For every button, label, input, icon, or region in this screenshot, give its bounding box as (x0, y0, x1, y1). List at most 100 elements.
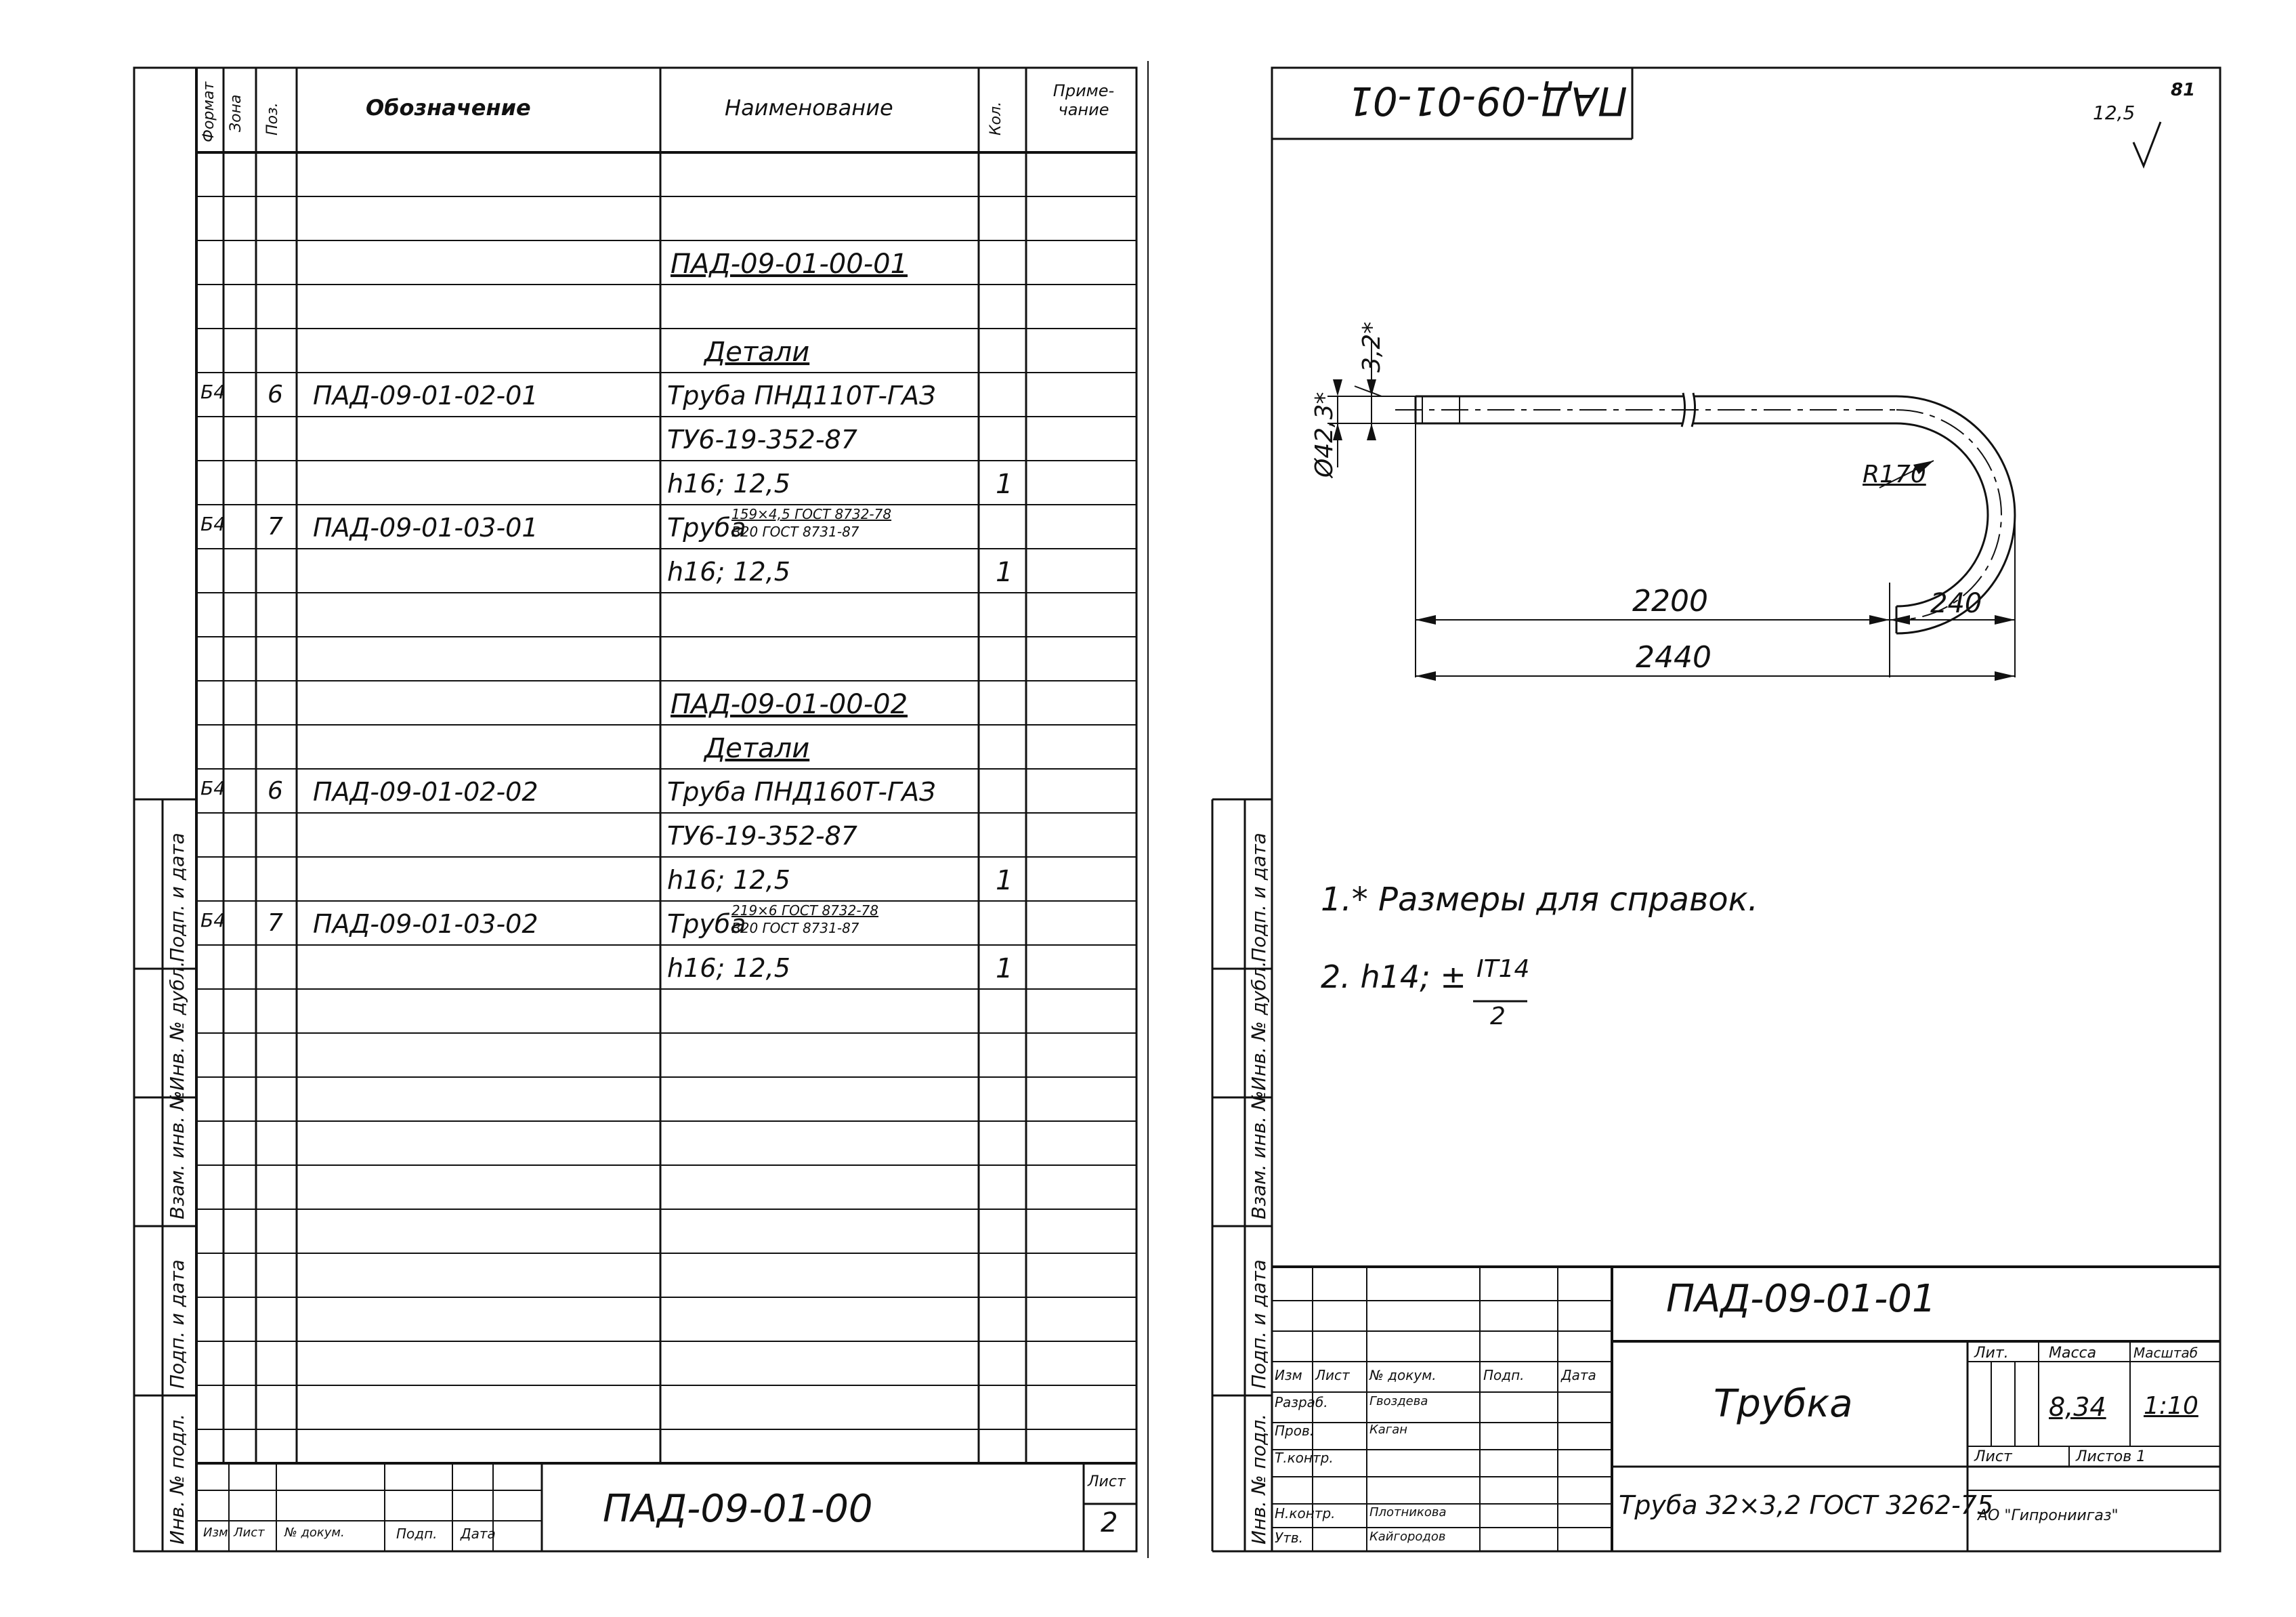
header-name: Наименование (725, 95, 893, 121)
tb-person: Кайгородов (1369, 1530, 1446, 1544)
row-fraction-bottom: В20 ГОСТ 8731-87 (731, 920, 859, 936)
side-label: Инв. № подл. (166, 1413, 188, 1545)
scale-value: 1:10 (2144, 1392, 2198, 1420)
row-qty: 1 (996, 557, 1013, 588)
row-fraction-bottom: В20 ГОСТ 8731-87 (731, 524, 859, 540)
row-name: h16; 12,5 (667, 865, 790, 895)
row-format: Б4 (200, 381, 226, 403)
side-label: Подп. и дата (1248, 833, 1270, 962)
header-pos: Поз. (264, 102, 281, 135)
row-designation: ПАД-09-01-02-02 (313, 777, 538, 807)
header-designation: Обозначение (366, 95, 531, 121)
top-stamp: ПАД-09-01-01 (1348, 78, 1628, 124)
tb-sign: Подп. (396, 1526, 438, 1542)
row-designation: ПАД-09-01-03-01 (313, 513, 538, 543)
row-name: Детали (704, 733, 810, 764)
pipe-drawing (1414, 392, 2016, 635)
tb-sheets: Листов 1 (2076, 1448, 2146, 1465)
tb-mass: Масса (2049, 1345, 2097, 1362)
row-format: Б4 (200, 513, 226, 535)
header-qty: Кол. (987, 101, 1004, 135)
row-pos: 7 (268, 909, 283, 937)
row-name: Труба (667, 513, 746, 543)
side-label: Подп. и дата (166, 1259, 188, 1389)
header-format: Формат (200, 81, 217, 142)
tb-change: Изм (203, 1526, 228, 1540)
row-name: h16; 12,5 (667, 469, 790, 499)
tb-role: Утв. (1275, 1530, 1303, 1546)
tb-role: Разраб. (1275, 1394, 1328, 1410)
tb-header-col: № докум. (1369, 1367, 1437, 1383)
note-2-numerator: IT14 (1476, 955, 1530, 983)
right-sheet-frame (1271, 66, 2221, 1553)
sheet-mark: 81 (2171, 80, 2196, 100)
tb-role: Пров. (1275, 1423, 1315, 1439)
row-format: Б4 (200, 777, 226, 799)
tb-header-col: Лист (1315, 1367, 1350, 1383)
row-fraction-top: 159×4,5 ГОСТ 8732-78 (731, 506, 892, 522)
tb-scale: Масштаб (2133, 1345, 2198, 1361)
side-label: Инв. № подл. (1248, 1413, 1270, 1545)
tb-sheet-r: Лист (1974, 1448, 2012, 1465)
side-label: Взам. инв. № (166, 1090, 188, 1219)
left-sheet-frame (133, 66, 1138, 1553)
tb-header-col: Подп. (1483, 1367, 1525, 1383)
row-qty: 1 (996, 953, 1013, 984)
tb-sheet-label: Лист (1088, 1473, 1126, 1490)
note-2: 2. h14; ± (1321, 959, 1466, 995)
row-fraction-top: 219×6 ГОСТ 8732-78 (731, 902, 879, 919)
row-name: h16; 12,5 (667, 953, 790, 983)
side-label: Взам. инв. № (1248, 1090, 1270, 1219)
tb-header-col: Дата (1561, 1367, 1596, 1383)
part-name: Трубка (1714, 1382, 1853, 1426)
row-name: ТУ6-19-352-87 (667, 425, 857, 455)
row-designation: ПАД-09-01-03-02 (313, 909, 538, 939)
note-1: 1.* Размеры для справок. (1321, 881, 1758, 919)
tb-person: Каган (1369, 1423, 1408, 1437)
side-label: Инв. № дубл. (166, 961, 188, 1091)
dim-straight: 2200 (1632, 584, 1708, 618)
row-designation: ПАД-09-01-02-01 (313, 381, 538, 411)
row-pos: 7 (268, 513, 283, 541)
mass-value: 8,34 (2049, 1392, 2106, 1422)
note-2-denominator: 2 (1490, 1003, 1506, 1030)
row-name: ПАД-09-01-00-02 (671, 689, 908, 720)
tb-lit: Лит. (1974, 1345, 2009, 1362)
header-zone: Зона (228, 94, 245, 132)
dim-diameter: Ø42,3* (1311, 392, 1338, 478)
dim-radius: R170 (1863, 461, 1926, 488)
side-label: Подп. и дата (1248, 1259, 1270, 1389)
row-name: Труба (667, 909, 746, 939)
side-label: Подп. и дата (166, 833, 188, 962)
tb-doc-no: № докум. (284, 1526, 345, 1540)
row-name: Детали (704, 337, 810, 368)
row-format: Б4 (200, 909, 226, 931)
tb-role: Н.контр. (1275, 1505, 1336, 1521)
header-note: Приме-чание (1053, 81, 1115, 119)
dim-total: 2440 (1636, 640, 1712, 675)
tb-sheet: Лист (234, 1526, 265, 1540)
roughness-value: 12,5 (2093, 102, 2135, 124)
row-pos: 6 (268, 381, 283, 408)
row-qty: 1 (996, 469, 1013, 500)
tb-sheet-no: 2 (1101, 1507, 1118, 1538)
company: АО "Гипрониигаз" (1978, 1507, 2119, 1524)
row-qty: 1 (996, 865, 1013, 896)
row-name: ТУ6-19-352-87 (667, 821, 857, 851)
material: Труба 32×3,2 ГОСТ 3262-75 (1619, 1490, 1994, 1520)
tb-role: Т.контр. (1275, 1450, 1334, 1466)
row-name: ПАД-09-01-00-01 (671, 249, 908, 280)
right-designation: ПАД-09-01-01 (1666, 1277, 1936, 1321)
dim-bend: 240 (1930, 588, 1982, 619)
row-name: Труба ПНД110Т-ГАЗ (667, 381, 936, 411)
left-designation: ПАД-09-01-00 (603, 1487, 873, 1531)
tb-header-col: Изм (1275, 1367, 1302, 1383)
row-name: h16; 12,5 (667, 557, 790, 587)
dim-wall: 3,2* (1358, 321, 1386, 373)
tb-person: Плотникова (1369, 1505, 1447, 1519)
pipe-centerline (1395, 409, 2002, 621)
tb-date: Дата (461, 1526, 496, 1542)
row-name: Труба ПНД160Т-ГАЗ (667, 777, 936, 807)
tb-person: Гвоздева (1369, 1394, 1428, 1408)
